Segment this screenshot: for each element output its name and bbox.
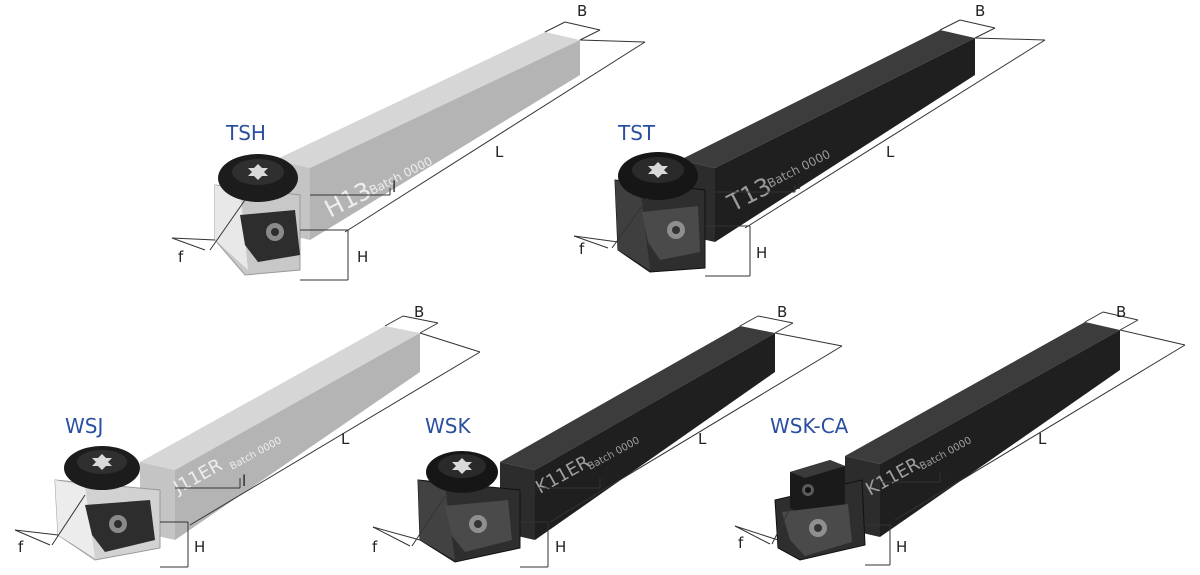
torx-icon <box>248 164 268 180</box>
head-face <box>55 480 95 558</box>
shank-top <box>275 32 580 168</box>
dim-b: B <box>975 2 985 20</box>
tool-wsk-ca: K11ER Batch 0000 WSK-CA B L l H f <box>734 303 1186 566</box>
torx-icon <box>648 162 668 178</box>
head-face <box>615 180 650 270</box>
shank-side <box>310 40 580 240</box>
dim-f: f <box>738 534 744 552</box>
tool-tsh: H13 Batch 0000 TSH B L l H f <box>171 2 646 281</box>
dim-b: B <box>1116 303 1126 321</box>
dim-h: H <box>896 538 907 556</box>
label-tool: WSK-CA <box>770 414 849 438</box>
label-tool: TST <box>617 121 656 145</box>
dim-l-upper: L <box>886 143 895 161</box>
label-tool: WSK <box>425 414 471 438</box>
torx-icon <box>452 458 472 474</box>
dim-f: f <box>178 248 184 266</box>
dim-l-upper: L <box>495 143 504 161</box>
shank-side <box>880 330 1120 537</box>
head-face <box>215 185 248 270</box>
dim-b: B <box>414 303 424 321</box>
shank-top <box>140 326 420 470</box>
label-tool: TSH <box>225 121 266 145</box>
dim-l-upper: L <box>341 430 350 448</box>
dim-l-lower: l <box>602 472 606 490</box>
shank-top <box>500 326 775 470</box>
dim-l-lower: l <box>797 175 801 193</box>
clamp-block-top <box>790 460 845 478</box>
tool-wsj: J11ER Batch 0000 WSJ B L l H f <box>14 303 481 568</box>
dim-h: H <box>194 538 205 556</box>
label-tool: WSJ <box>65 414 103 438</box>
dim-f: f <box>579 240 585 258</box>
head-face <box>418 480 455 560</box>
shank-side <box>715 38 975 242</box>
dim-l-lower: l <box>242 472 246 490</box>
shank-top <box>845 322 1120 464</box>
tool-wsk: K11ER Batch 0000 WSK B L l H f <box>372 303 843 568</box>
shank-top <box>680 30 975 168</box>
dim-f: f <box>18 538 24 556</box>
tool-tst: T13 Batch 0000 TST B L l H f <box>573 2 1046 277</box>
dim-f: f <box>372 538 378 556</box>
dim-b: B <box>777 303 787 321</box>
torx-icon <box>92 454 112 470</box>
dim-h: H <box>756 244 767 262</box>
dim-b: B <box>577 2 587 20</box>
dim-l-lower: l <box>942 466 946 484</box>
dim-l-upper: L <box>1038 430 1047 448</box>
dim-l-lower: l <box>392 178 396 196</box>
dim-h: H <box>357 248 368 266</box>
dim-h: H <box>555 538 566 556</box>
dim-l-upper: L <box>698 430 707 448</box>
